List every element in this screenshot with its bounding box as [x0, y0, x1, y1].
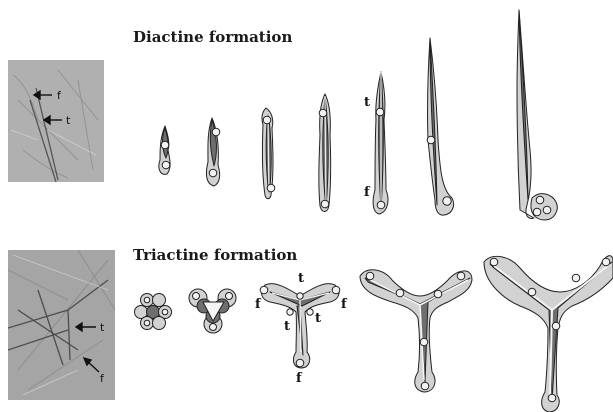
triactine-stage-1: [135, 294, 172, 330]
diactine-stage-2: [206, 118, 219, 186]
triactine-label-t-right: t: [315, 311, 321, 326]
triactine-stage-3: [260, 284, 340, 368]
triactine-label-f-left: f: [255, 297, 262, 312]
triactine-label-t-left: t: [284, 319, 290, 334]
diactine-stage-6: [427, 38, 453, 215]
diactine-stage-4: [319, 94, 331, 212]
triactine-stage-4: [360, 270, 472, 392]
diactine-stage-3: [262, 108, 275, 199]
diactine-stage-1: [159, 126, 170, 174]
triactine-label-t-top: t: [298, 271, 304, 286]
triactine-stage-2: [189, 289, 236, 333]
diactine-label-t: t: [364, 95, 370, 110]
triactine-stage-5: [484, 256, 613, 412]
diactine-stage-5: [373, 72, 388, 214]
triactine-label-f-right: f: [341, 297, 348, 312]
diactine-stage-7: [517, 10, 557, 220]
triactine-label-f-bottom: f: [296, 371, 303, 386]
diactine-label-f: f: [364, 185, 371, 200]
